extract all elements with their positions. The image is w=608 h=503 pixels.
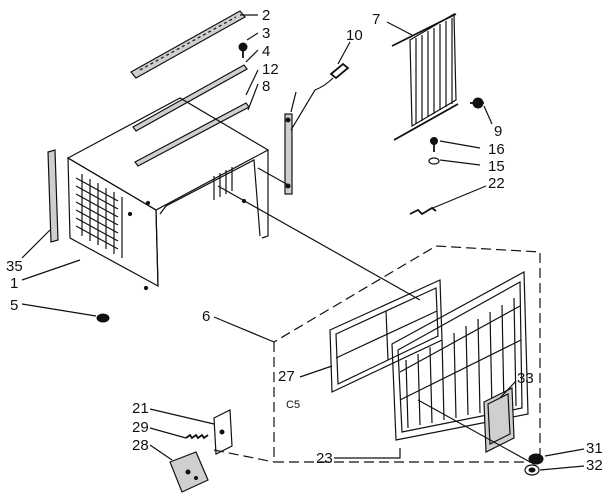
- part-27-filter: [329, 279, 443, 393]
- callout-27: 27: [278, 368, 295, 385]
- callout-3: 3: [262, 25, 270, 42]
- grille-louvers: [399, 297, 522, 429]
- part-4-rail: [132, 64, 248, 132]
- callout-16: 16: [488, 141, 505, 158]
- part-2-top-rail: [130, 10, 246, 79]
- callout-28: 28: [132, 437, 149, 454]
- callout-23: 23: [316, 450, 333, 467]
- part-10-connector: [290, 62, 350, 131]
- callout-1: 1: [10, 275, 18, 292]
- callout-5: 5: [10, 297, 18, 314]
- part-22-clip: [409, 206, 437, 216]
- c5-mark: C5: [286, 399, 300, 411]
- part-29-spring: [185, 433, 209, 440]
- curtain-pleats: [415, 18, 453, 124]
- part-9-screw: [470, 97, 484, 109]
- callout-12: 12: [262, 61, 279, 78]
- callout-6: 6: [202, 308, 210, 325]
- part-16-bolt: [430, 137, 438, 152]
- callout-29: 29: [132, 419, 149, 436]
- callout-22: 22: [488, 175, 505, 192]
- callout-21: 21: [132, 400, 149, 417]
- part-5-screw: [96, 313, 110, 323]
- callout-2: 2: [262, 7, 270, 24]
- cabinet-side-louvers: [213, 167, 233, 200]
- callout-9: 9: [494, 123, 502, 140]
- callout-31: 31: [586, 440, 603, 457]
- callout-15: 15: [488, 158, 505, 175]
- callout-4: 4: [262, 43, 270, 60]
- callout-33: 33: [517, 370, 534, 387]
- part-3-screw: [238, 42, 248, 58]
- part-7-side-curtain: [391, 12, 459, 141]
- assembly-lines: [217, 167, 531, 463]
- front-assembly-boundary: [213, 245, 541, 463]
- cabinet-louvers: [75, 174, 123, 258]
- part-15-washer: [428, 157, 440, 165]
- part-21-plate: [213, 409, 233, 455]
- part-35-side-strip: [47, 149, 59, 243]
- part-28-bracket: [169, 451, 209, 493]
- part-33-front-grille: [391, 271, 529, 453]
- callout-8: 8: [262, 78, 270, 95]
- part-8-side-channel: [284, 113, 293, 195]
- callout-10: 10: [346, 27, 363, 44]
- callout-32: 32: [586, 457, 603, 474]
- part-32-washer: [524, 464, 540, 476]
- callout-7: 7: [372, 11, 380, 28]
- leader-lines: [21, 14, 585, 471]
- callout-labels: 2 3 4 12 8 7 10 9 16 15 22 35 1 5 6 27 C…: [6, 7, 603, 474]
- callout-35: 35: [6, 258, 23, 275]
- cabinet-wrapper: [66, 97, 270, 291]
- part-31-nut: [528, 453, 544, 465]
